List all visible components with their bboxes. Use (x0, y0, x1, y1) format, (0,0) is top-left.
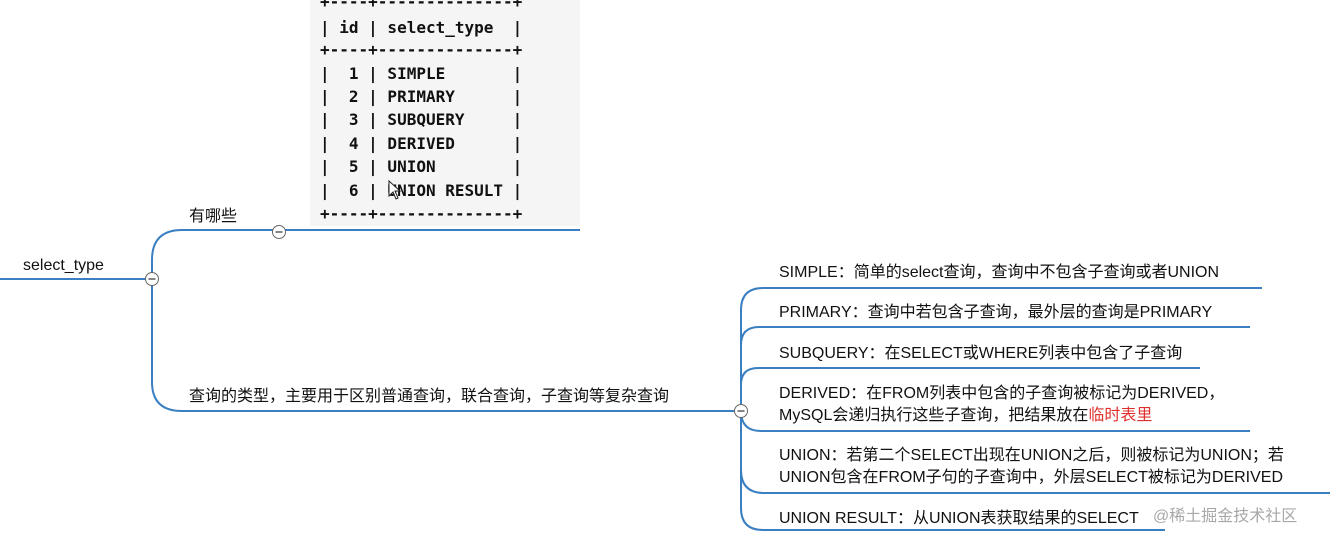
table-row: | 3 | SUBQUERY | (320, 110, 523, 129)
branch-purpose-label[interactable]: 查询的类型，主要用于区别普通查询，联合查询，子查询等复杂查询 (189, 388, 670, 405)
definition-derived-highlight: 临时表里 (1088, 407, 1153, 424)
definition-union-line2: UNION包含在FROM子句的子查询中，外层SELECT被标记为DERIVED (779, 469, 1284, 486)
definition-union-result[interactable]: UNION RESULT：从UNION表获取结果的SELECT (779, 510, 1139, 527)
definition-primary[interactable]: PRIMARY：查询中若包含子查询，最外层的查询是PRIMARY (779, 304, 1213, 321)
connector-purpose-spine (740, 287, 1262, 411)
definition-union-line1: UNION：若第二个SELECT出现在UNION之后，则被标记为UNION；若 (779, 447, 1284, 464)
table-row: | 5 | UNION | (320, 157, 523, 176)
table-border-top: +----+--------------+ (320, 0, 523, 11)
circle-minus-icon[interactable] (271, 224, 287, 240)
definition-derived-line2: MySQL会递归执行这些子查询，把结果放在临时表里 (779, 405, 1224, 427)
table-row: | 4 | DERIVED | (320, 134, 523, 153)
table-header: | id | select_type | (320, 18, 523, 37)
definition-union[interactable]: UNION：若第二个SELECT出现在UNION之后，则被标记为UNION；若 … (779, 445, 1284, 489)
circle-minus-icon[interactable] (733, 403, 749, 419)
circle-minus-icon[interactable] (144, 271, 160, 287)
connector-def-union-result (740, 470, 1165, 531)
definition-derived-line2-text: MySQL会递归执行这些子查询，把结果放在 (779, 407, 1089, 424)
table-border-bottom: +----+--------------+ (320, 204, 523, 223)
select-type-ascii-table: +----+--------------+ | id | select_type… (310, 0, 580, 226)
root-node-label[interactable]: select_type (23, 257, 104, 274)
table-border-mid: +----+--------------+ (320, 40, 523, 59)
connector-root-to-purpose (151, 279, 741, 412)
definition-simple[interactable]: SIMPLE：简单的select查询，查询中不包含子查询或者UNION (779, 264, 1220, 281)
connector-root-to-examples (151, 229, 580, 279)
mouse-pointer-icon (388, 180, 402, 200)
table-row: | 6 | UNION RESULT | (320, 181, 523, 200)
connector-def-subquery (740, 367, 1200, 386)
table-row: | 1 | SIMPLE | (320, 64, 523, 83)
connector-def-primary (740, 326, 1250, 346)
definition-derived-line1: DERIVED：在FROM列表中包含的子查询被标记为DERIVED， (779, 385, 1225, 402)
table-row: | 2 | PRIMARY | (320, 87, 523, 106)
watermark: @稀土掘金技术社区 (1153, 508, 1298, 525)
branch-examples-label[interactable]: 有哪些 (189, 208, 238, 225)
definition-subquery[interactable]: SUBQUERY：在SELECT或WHERE列表中包含了子查询 (779, 345, 1183, 362)
definition-derived[interactable]: DERIVED：在FROM列表中包含的子查询被标记为DERIVED， MySQL… (779, 383, 1224, 427)
